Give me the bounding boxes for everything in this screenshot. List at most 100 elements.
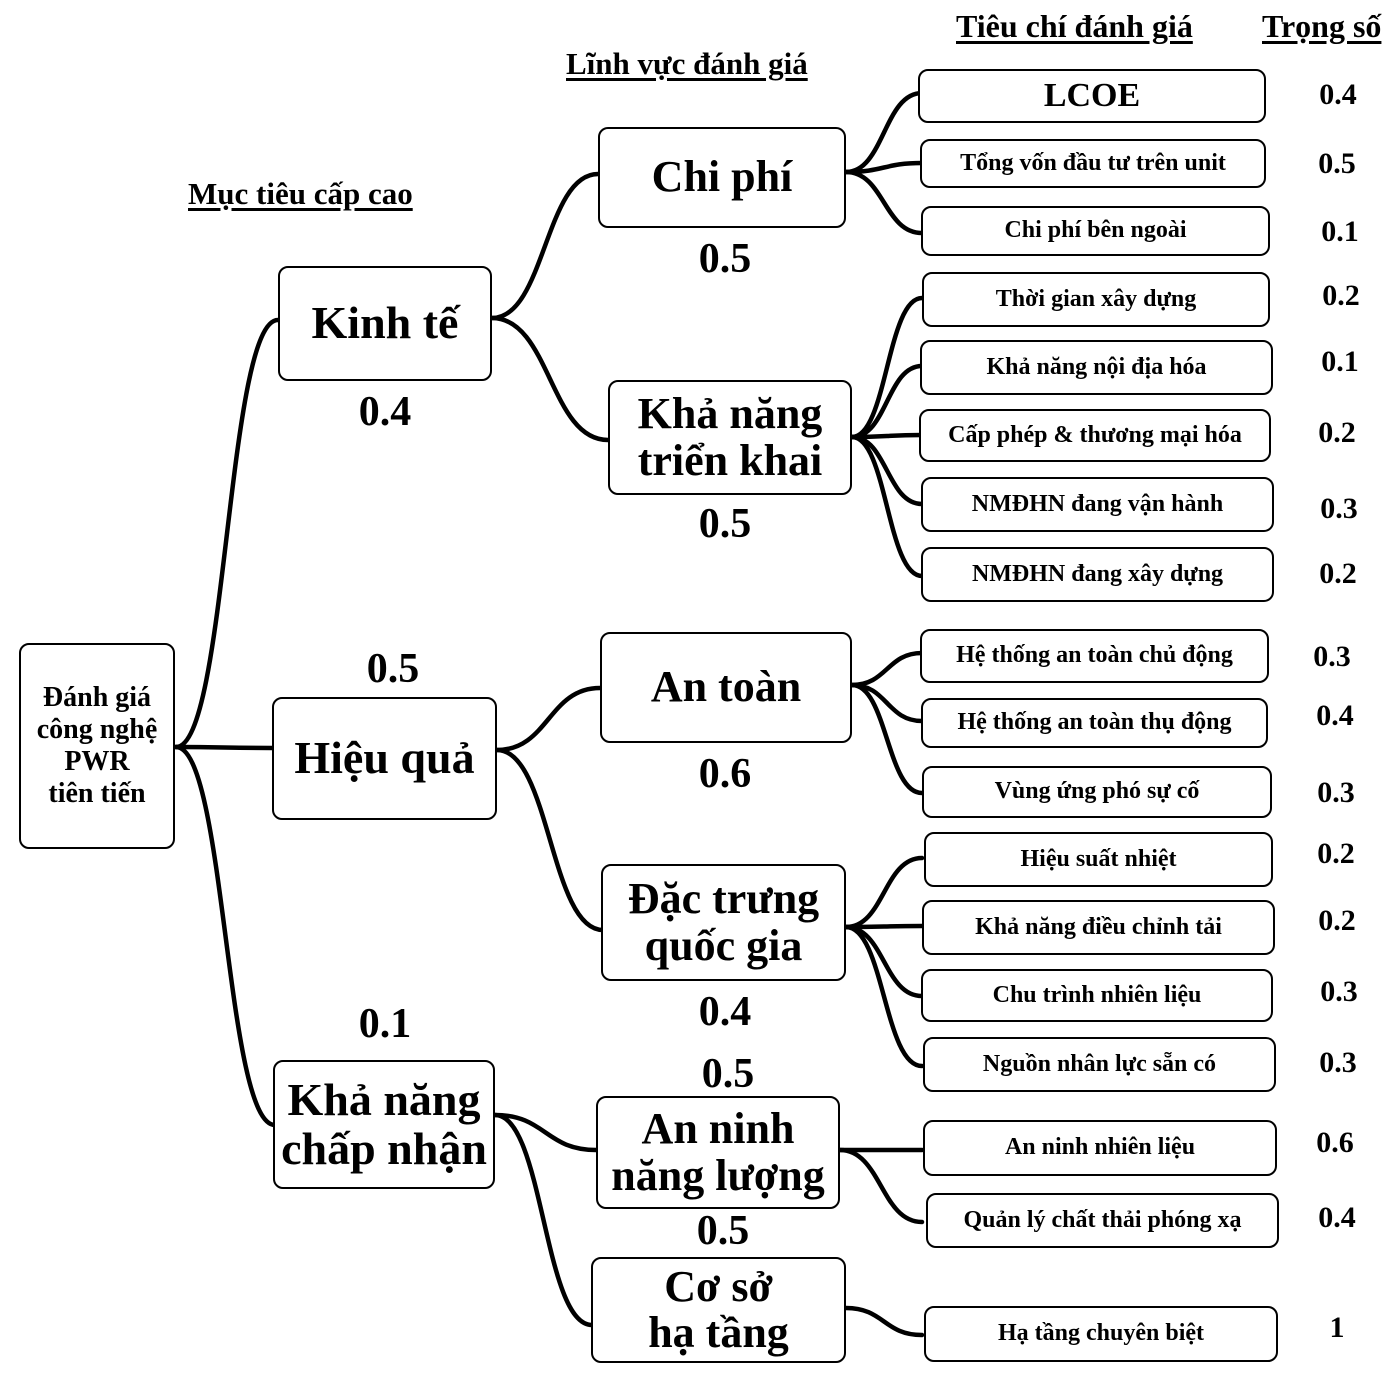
criterion-label: Tổng vốn đầu tư trên unit	[960, 149, 1226, 176]
criterion-box: LCOE	[918, 69, 1266, 123]
objective-weight: 0.1	[358, 1001, 412, 1047]
criterion-weight: 0.3	[1317, 776, 1355, 809]
link-objective-area	[492, 1112, 599, 1153]
link-area-criterion	[849, 363, 925, 440]
criterion-weight: 0.2	[1318, 416, 1356, 449]
area-weight: 0.6	[698, 751, 752, 797]
criterion-label: Hệ thống an toàn thụ động	[957, 709, 1232, 736]
link-area-criterion	[843, 924, 925, 1069]
header-objectives: Mục tiêu cấp cao	[188, 176, 413, 211]
objective-weight: 0.4	[358, 389, 412, 435]
area-label: An toàn	[650, 662, 802, 712]
criterion-weight: 0.4	[1318, 1201, 1356, 1234]
link-area-criterion	[849, 434, 925, 507]
criterion-box: Hệ thống an toàn chủ động	[920, 629, 1269, 683]
criterion-box: Hiệu suất nhiệt	[924, 832, 1273, 887]
link-objective-area	[494, 747, 606, 933]
link-area-criterion	[849, 295, 925, 440]
link-objective-area	[492, 1112, 595, 1328]
root-line: Đánh giá	[42, 681, 152, 713]
objective-label: chấp nhận	[281, 1122, 487, 1174]
criterion-label: Khả năng điều chỉnh tải	[975, 913, 1222, 940]
criterion-label: Chu trình nhiên liệu	[992, 981, 1202, 1008]
link-area-criterion	[843, 169, 925, 236]
criterion-label: Hạ tầng chuyên biệt	[997, 1320, 1204, 1347]
area-label: An ninh	[641, 1104, 795, 1154]
header-areas: Lĩnh vực đánh giá	[566, 46, 808, 81]
link-area-criterion	[849, 682, 925, 796]
link-objective-area	[494, 685, 603, 753]
criterion-box: An ninh nhiên liệu	[923, 1120, 1277, 1176]
criterion-weight: 0.2	[1318, 904, 1356, 937]
criterion-label: Chi phí bên ngoài	[1004, 217, 1187, 244]
objective-box-kha-nang-chap-nhan: Khả năng chấp nhận	[273, 1060, 495, 1189]
criterion-label: An ninh nhiên liệu	[1004, 1134, 1196, 1161]
criterion-label: Thời gian xây dựng	[995, 285, 1197, 312]
criterion-weight: 0.2	[1322, 279, 1360, 312]
criterion-box: Hệ thống an toàn thụ động	[921, 698, 1268, 748]
criterion-label: NMĐHN đang xây dựng	[971, 560, 1224, 587]
criterion-box: Quản lý chất thải phóng xạ	[926, 1193, 1279, 1248]
criterion-label: Hiệu suất nhiệt	[1020, 845, 1177, 872]
area-label: quốc gia	[644, 920, 803, 970]
objective-box-kinh-te: Kinh tế	[278, 266, 492, 381]
criterion-label: Quản lý chất thải phóng xạ	[963, 1206, 1242, 1233]
header-criteria: Tiêu chí đánh giá	[956, 8, 1193, 44]
link-area-criterion	[849, 432, 925, 440]
area-box-chi-phi: Chi phí	[598, 127, 846, 228]
objective-weight: 0.5	[366, 646, 420, 692]
criterion-weight: 0.6	[1316, 1126, 1354, 1159]
criterion-box: Vùng ứng phó sự cố	[922, 766, 1272, 818]
criterion-box: Hạ tầng chuyên biệt	[924, 1306, 1278, 1362]
root-line: PWR	[64, 746, 130, 777]
criterion-box: Khả năng nội địa hóa	[920, 340, 1273, 395]
objective-box-hieu-qua: Hiệu quả	[272, 697, 497, 820]
criterion-box: Thời gian xây dựng	[922, 272, 1270, 327]
criterion-box: Khả năng điều chỉnh tải	[922, 900, 1275, 955]
criterion-label: Nguồn nhân lực sẵn có	[982, 1050, 1217, 1077]
criterion-weight: 0.3	[1313, 640, 1351, 673]
criterion-weight: 0.4	[1316, 699, 1354, 732]
criterion-weight: 1	[1329, 1311, 1345, 1344]
criterion-label: Hệ thống an toàn chủ động	[956, 642, 1233, 669]
link-root-objective	[173, 744, 278, 1128]
root-line: công nghệ	[36, 713, 158, 745]
criterion-weight: 0.1	[1321, 345, 1359, 378]
link-root-objective	[173, 744, 275, 751]
area-label: Cơ sở	[664, 1261, 773, 1311]
link-area-criterion	[849, 650, 925, 688]
criterion-weight: 0.2	[1317, 837, 1355, 870]
objective-label: Khả năng	[287, 1074, 481, 1126]
criterion-box: NMĐHN đang vận hành	[921, 477, 1274, 532]
area-label: Đặc trưng	[627, 874, 820, 924]
criterion-label: NMĐHN đang vận hành	[971, 490, 1224, 517]
criterion-weight: 0.5	[1318, 147, 1356, 180]
link-area-criterion	[843, 924, 925, 999]
criterion-box: Chi phí bên ngoài	[921, 206, 1270, 256]
link-area-criterion	[843, 923, 925, 930]
root-line: tiên tiến	[48, 778, 146, 810]
link-area-criterion	[843, 855, 925, 930]
link-area-criterion	[849, 434, 925, 579]
criterion-box: NMĐHN đang xây dựng	[921, 547, 1274, 602]
criterion-weight: 0.2	[1319, 557, 1357, 590]
area-label: Chi phí	[651, 152, 793, 202]
criterion-label: Khả năng nội địa hóa	[986, 353, 1207, 380]
criterion-weight: 0.1	[1321, 215, 1359, 248]
link-area-criterion	[837, 1147, 925, 1225]
area-label: hạ tầng	[648, 1308, 789, 1357]
link-area-criterion	[843, 1305, 925, 1338]
criterion-box: Nguồn nhân lực sẵn có	[923, 1037, 1276, 1092]
criterion-weight: 0.3	[1319, 1046, 1357, 1079]
area-weight: 0.5	[698, 236, 752, 282]
criterion-label: Cấp phép & thương mại hóa	[948, 421, 1242, 448]
area-label: triển khai	[637, 435, 823, 485]
area-box-dac-trung-quoc-gia: Đặc trưng quốc gia	[601, 864, 846, 981]
area-box-an-toan: An toàn	[600, 632, 852, 743]
criterion-label: LCOE	[1043, 77, 1141, 115]
criterion-box: Cấp phép & thương mại hóa	[919, 409, 1271, 462]
area-label: năng lượng	[611, 1150, 825, 1200]
criterion-weight: 0.4	[1319, 78, 1357, 111]
objective-label: Hiệu quả	[294, 732, 475, 784]
